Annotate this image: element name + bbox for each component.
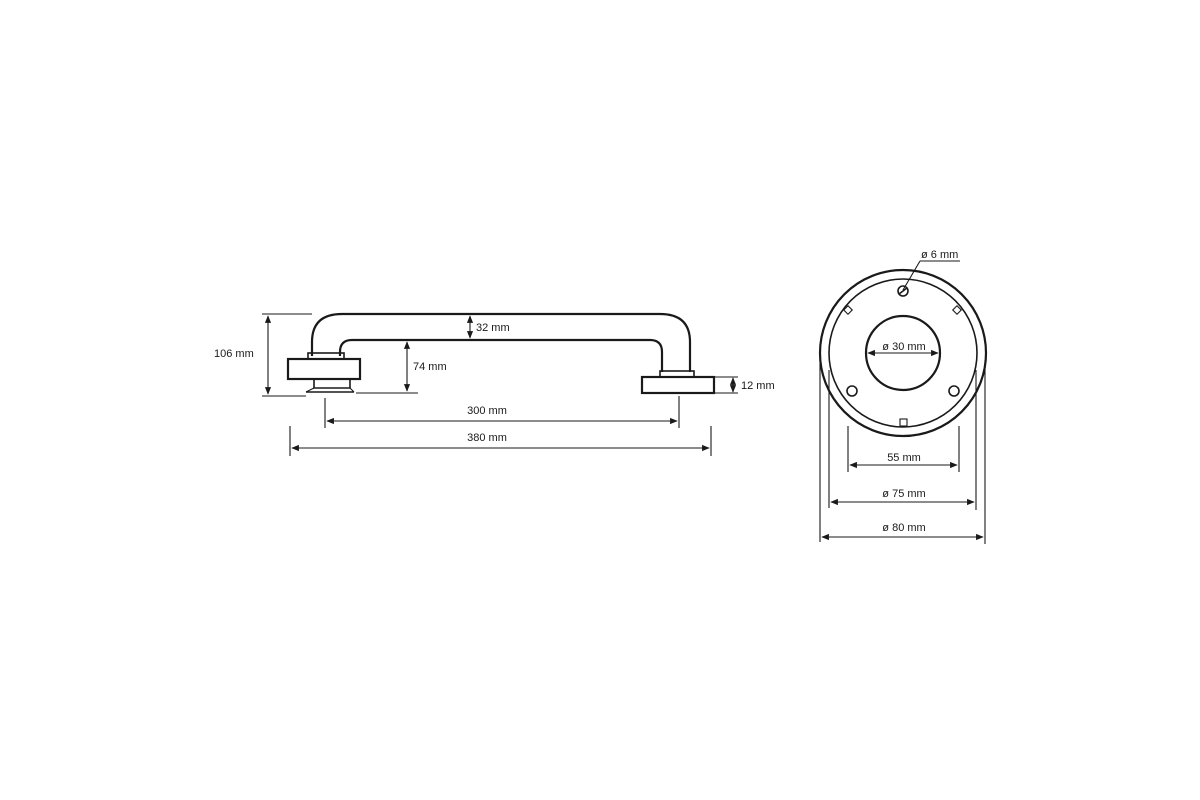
leader-screw-hole (902, 260, 921, 291)
left-mount-rosette (286, 357, 362, 381)
dim-inner-diameter-label: ø 75 mm (882, 488, 925, 500)
notch-top-right (951, 304, 963, 316)
rosette-inner-circle (828, 278, 978, 428)
screw-hole (897, 285, 909, 297)
right-mount-rosette (640, 375, 716, 395)
notch-top-left (842, 304, 854, 316)
front-view: ø 6 mm ø 30 mm 55 mm ø 75 mm ø 80 mm (818, 249, 988, 544)
dim-total-height-label: 106 mm (214, 348, 254, 360)
dim-outer-diameter-label: ø 80 mm (882, 522, 925, 534)
screw-slot (898, 287, 908, 295)
left-mount-base-flare (305, 387, 355, 393)
dim-overall-length-label: 380 mm (467, 432, 507, 444)
dim-base-thickness-label: 12 mm (741, 380, 775, 392)
notch-bottom (899, 418, 908, 427)
dim-hole-spacing-label: 55 mm (887, 452, 921, 464)
side-view: 106 mm 32 mm 74 mm 12 mm 300 mm 380 mm (214, 312, 775, 456)
mount-hole-left (846, 385, 858, 397)
grab-bar-tube-outer (310, 312, 692, 372)
dim-center-distance-label: 300 mm (467, 405, 507, 417)
dim-tube-opening-label: ø 30 mm (882, 341, 925, 353)
left-mount-base (313, 379, 351, 389)
rosette-outer-circle (818, 268, 988, 438)
dim-inner-height-label: 74 mm (413, 361, 447, 373)
tube-opening-circle (864, 314, 942, 392)
mount-hole-right (948, 385, 960, 397)
dim-tube-diameter-label: 32 mm (476, 322, 510, 334)
dim-screw-hole-label: ø 6 mm (921, 249, 958, 261)
grab-bar-tube-inner (338, 338, 664, 372)
